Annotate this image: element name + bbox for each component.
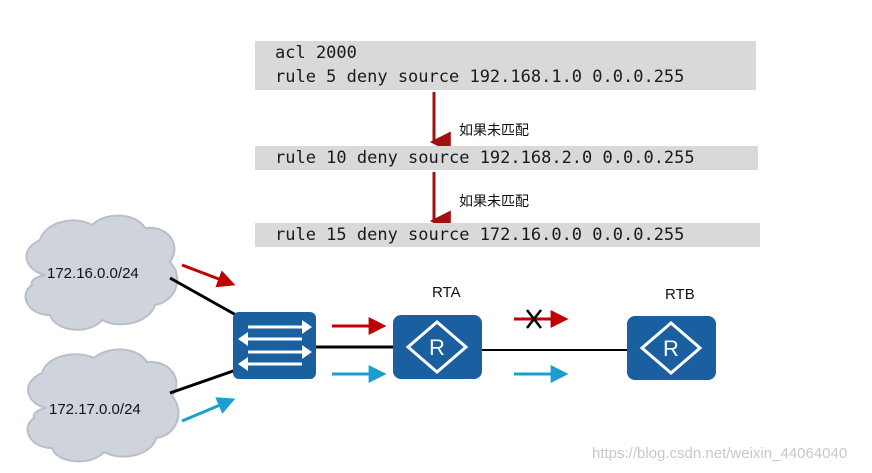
acl-rule-15: rule 15 deny source 172.16.0.0 0.0.0.255: [275, 225, 685, 245]
red-flow-arrow-net1: [181, 263, 236, 288]
router-rta-label: RTA: [432, 284, 461, 301]
router-rtb-symbol: R: [663, 336, 679, 361]
router-rtb-label: RTB: [665, 286, 695, 303]
acl-rule-box-1: acl 2000 rule 5 deny source 192.168.1.0 …: [255, 41, 756, 90]
deny-x-icon: [526, 309, 542, 329]
network-label-2: 172.17.0.0/24: [49, 401, 141, 418]
acl-rule-5: rule 5 deny source 192.168.1.0 0.0.0.255: [275, 67, 685, 87]
router-rta-icon: R: [393, 315, 482, 379]
cloud-network-2: [26, 348, 180, 463]
acl-rule-box-2: rule 10 deny source 192.168.2.0 0.0.0.25…: [255, 146, 758, 170]
no-match-note-1: 如果未匹配: [459, 123, 529, 139]
acl-rule-box-3: rule 15 deny source 172.16.0.0 0.0.0.255: [255, 223, 760, 247]
acl-rule-10: rule 10 deny source 192.168.2.0 0.0.0.25…: [275, 148, 695, 168]
no-match-note-2: 如果未匹配: [459, 194, 529, 210]
router-rtb-icon: R: [627, 316, 716, 380]
switch-icon: [233, 312, 316, 379]
router-rta-symbol: R: [429, 335, 445, 360]
link-net1-switch: [169, 276, 237, 317]
blue-flow-arrow-net2: [181, 397, 236, 423]
acl-header: acl 2000: [275, 43, 357, 63]
link-net2-switch: [169, 368, 237, 395]
watermark: https://blog.csdn.net/weixin_44064040: [592, 445, 848, 462]
network-label-1: 172.16.0.0/24: [47, 265, 139, 282]
